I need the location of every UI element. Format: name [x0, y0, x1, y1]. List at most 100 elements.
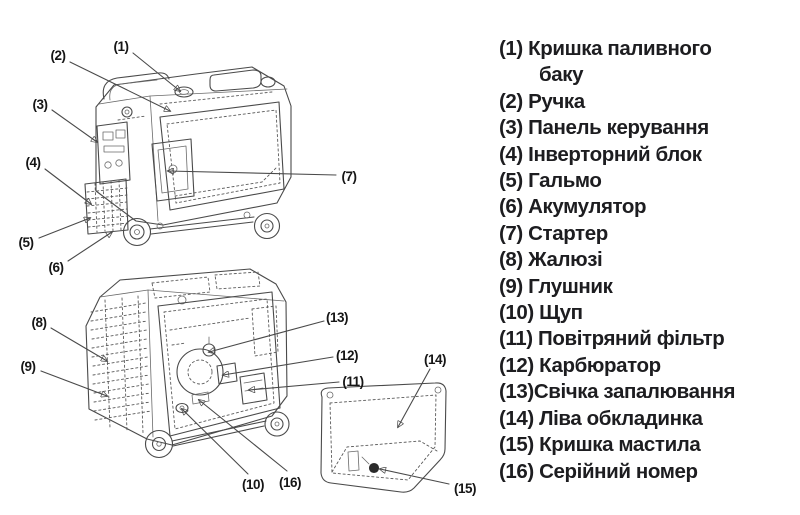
legend-item-number: (4) — [499, 142, 523, 166]
legend-item-number: (15) — [499, 433, 534, 457]
legend-item-label: Жалюзі — [522, 248, 603, 272]
callout-label-1: (1) — [114, 39, 129, 54]
inverter-vent-block — [84, 178, 129, 235]
legend-item-3: (3) Панель керування — [499, 115, 753, 141]
generator-front-view-drawing — [84, 66, 292, 247]
leader-line-13 — [209, 320, 325, 352]
legend-item-label: Стартер — [522, 221, 608, 245]
legend-item-number: (7) — [499, 221, 523, 245]
legend-item-label: Кришка мастила — [533, 433, 701, 457]
legend-item-2: (2) Ручка — [499, 89, 753, 115]
legend-item-label: Кришка паливного баку — [522, 37, 712, 87]
leader-line-14 — [398, 368, 431, 427]
callout-label-10: (10) — [242, 477, 264, 492]
dipstick — [175, 402, 189, 414]
legend-item-1: (1) Кришка паливного баку — [499, 36, 753, 89]
leader-line-10 — [182, 409, 249, 475]
legend-item-number: (8) — [499, 248, 523, 272]
legend-item-number: (12) — [499, 353, 534, 377]
legend-item-number: (1) — [499, 37, 523, 60]
legend-item-15: (15) Кришка мастила — [499, 432, 753, 458]
legend-item-number: (14) — [499, 406, 534, 430]
oil-cap — [368, 462, 380, 474]
callout-label-4: (4) — [26, 155, 41, 170]
legend-item-7: (7) Стартер — [499, 221, 753, 247]
fuel-cap — [174, 86, 194, 98]
callout-label-3: (3) — [33, 97, 48, 112]
legend-item-label: Ручка — [522, 89, 585, 113]
leader-line-7 — [168, 171, 337, 176]
serial-plate — [191, 391, 210, 405]
leader-line-15 — [380, 469, 450, 485]
legend-item-label: Панель керування — [522, 116, 709, 140]
legend-item-label: Гальмо — [522, 169, 602, 193]
generator-parts-diagram: (1) (2) (3) (4) (5) (6) (7) (8) (9) (10) (11) (12) (… — [19, 39, 477, 496]
leader-line-9 — [40, 370, 107, 396]
callout-label-8: (8) — [32, 315, 47, 330]
callout-label-6: (6) — [49, 260, 64, 275]
leader-line-8 — [50, 327, 107, 361]
wheel — [122, 217, 152, 247]
callout-label-2: (2) — [51, 48, 66, 63]
legend-item-label: Повітряний фільтр — [532, 327, 725, 351]
air-filter-box — [239, 372, 268, 405]
legend-item-6: (6) Акумулятор — [499, 194, 753, 220]
leader-line-3 — [51, 109, 97, 142]
handle-knob — [121, 106, 133, 118]
callout-label-11: (11) — [342, 374, 363, 389]
callout-label-9: (9) — [21, 359, 36, 374]
louvers — [90, 302, 152, 421]
parts-legend: (1) Кришка паливного баку(2) Ручка(3) Па… — [499, 36, 753, 485]
leader-line-16 — [199, 400, 288, 472]
legend-item-number: (5) — [499, 169, 523, 193]
legend-item-11: (11) Повітряний фільтр — [499, 326, 753, 352]
legend-item-number: (16) — [499, 459, 534, 483]
legend-item-number: (6) — [499, 195, 523, 219]
callout-label-13: (13) — [326, 310, 348, 325]
callout-label-15: (15) — [454, 481, 476, 496]
legend-item-10: (10) Щуп — [499, 300, 753, 326]
legend-item-5: (5) Гальмо — [499, 168, 753, 194]
leader-line-2 — [69, 61, 170, 111]
carburetor — [216, 362, 238, 385]
legend-item-13: (13)Свічка запалювання — [499, 379, 753, 405]
legend-item-label: Акумулятор — [522, 195, 647, 219]
parts-legend-list: (1) Кришка паливного баку(2) Ручка(3) Па… — [499, 36, 753, 485]
callout-label-16: (16) — [279, 475, 301, 490]
legend-item-14: (14) Ліва обкладинка — [499, 406, 753, 432]
engine-crankcase — [176, 348, 224, 396]
leader-line-5 — [38, 218, 90, 239]
callouts-layer: (1) (2) (3) (4) (5) (6) (7) (8) (9) (10) (11) (12) (… — [19, 39, 477, 496]
callout-label-14: (14) — [424, 352, 446, 367]
wheel — [264, 411, 290, 437]
legend-item-number: (3) — [499, 116, 523, 140]
leader-line-6 — [67, 232, 112, 262]
legend-item-8: (8) Жалюзі — [499, 247, 753, 273]
legend-item-label: Щуп — [533, 301, 583, 325]
legend-item-number: (11) — [499, 327, 533, 351]
left-cover-drawing — [320, 382, 447, 493]
legend-item-label: Свічка запалювання — [533, 380, 736, 404]
legend-item-number: (10) — [499, 301, 534, 325]
legend-item-label: Інверторний блок — [522, 142, 702, 166]
callout-label-5: (5) — [19, 235, 34, 250]
legend-item-number: (9) — [499, 274, 523, 298]
legend-item-number: (13) — [499, 380, 534, 404]
callout-label-7: (7) — [342, 169, 357, 184]
starter-recess — [151, 138, 195, 202]
control-panel — [96, 121, 131, 185]
legend-item-label: Ліва обкладинка — [533, 406, 703, 430]
leader-line-4 — [44, 168, 91, 204]
legend-item-label: Карбюратор — [533, 353, 661, 377]
legend-item-9: (9) Глушник — [499, 274, 753, 300]
legend-item-12: (12) Карбюратор — [499, 353, 753, 379]
wheel — [144, 429, 174, 459]
legend-item-number: (2) — [499, 89, 523, 113]
generator-rear-view-drawing — [85, 268, 290, 459]
legend-item-label: Серійний номер — [533, 459, 698, 483]
legend-item-16: (16) Серійний номер — [499, 459, 753, 485]
callout-label-12: (12) — [336, 348, 358, 363]
legend-item-4: (4) Інверторний блок — [499, 142, 753, 168]
legend-item-label: Глушник — [522, 274, 613, 298]
